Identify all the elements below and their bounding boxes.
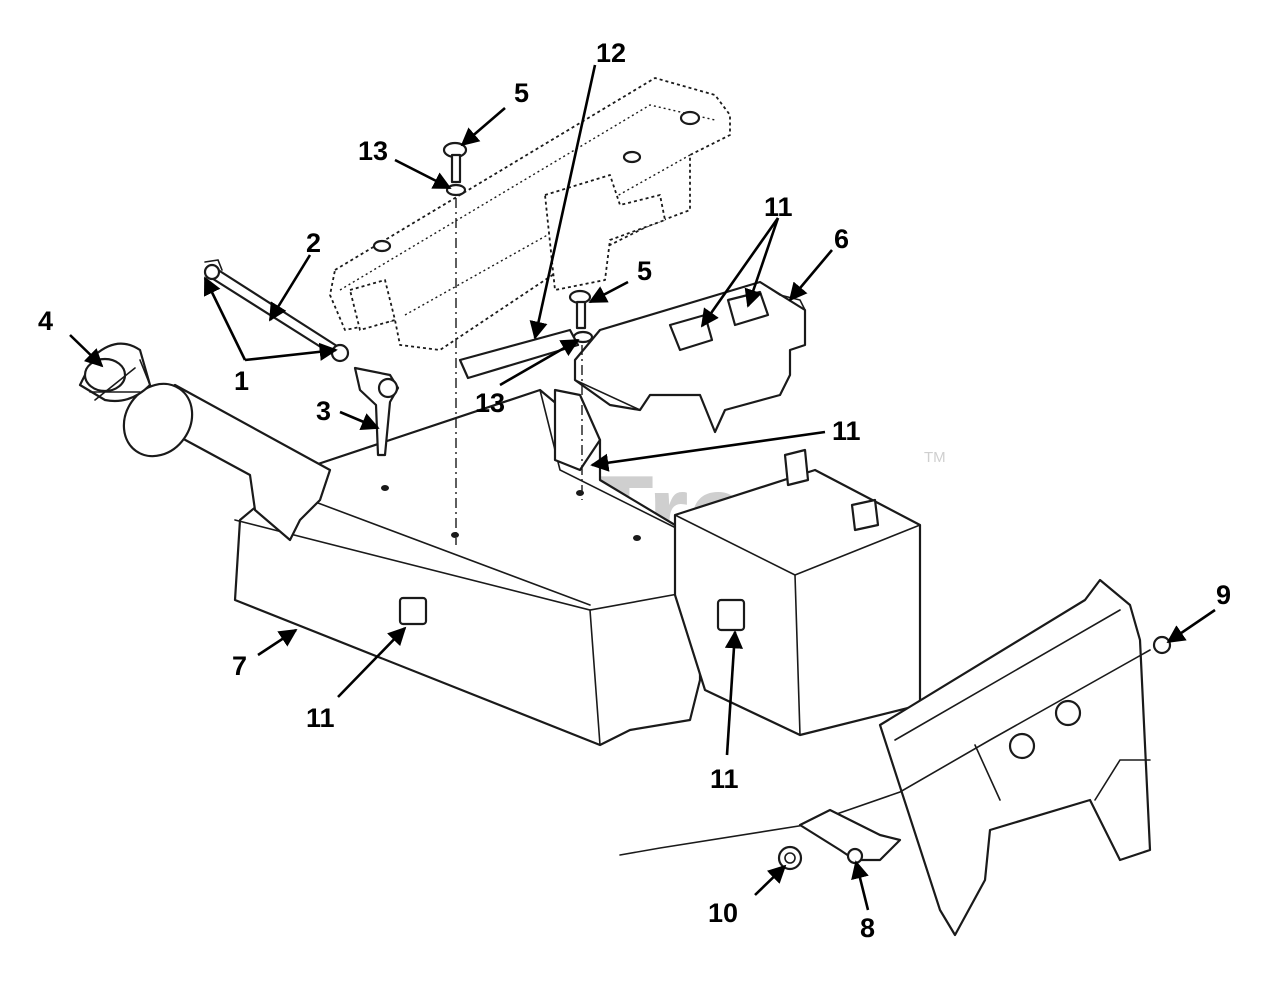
- leader-lines: [69, 64, 1216, 911]
- callout-13-lower: 13: [475, 388, 505, 418]
- callout-12: 12: [596, 38, 626, 68]
- callout-11-middle: 11: [832, 416, 861, 446]
- callout-11-lower-left: 11: [306, 703, 335, 733]
- carriage-bolt-upper: [442, 141, 468, 184]
- callout-6: 6: [834, 224, 849, 254]
- callout-2: 2: [306, 228, 321, 258]
- fuel-tank-part: [233, 388, 702, 747]
- callout-9: 9: [1216, 580, 1231, 610]
- spacer-strip-part: [458, 328, 580, 380]
- nut-part: [777, 845, 803, 871]
- callout-13-upper: 13: [358, 136, 388, 166]
- watermark-trademark: TM: [924, 449, 946, 466]
- callout-1: 1: [234, 366, 249, 396]
- callout-7: 7: [232, 651, 247, 681]
- bolt-part: [1152, 635, 1172, 655]
- elbow-fitting-part: [353, 366, 400, 457]
- battery-mount-plate-part: [573, 280, 807, 434]
- filler-neck-part: [78, 342, 332, 542]
- callout-11-upper-right: 11: [764, 192, 793, 222]
- upper-bracket-part: [329, 77, 731, 351]
- lower-bracket-part: [878, 578, 1152, 937]
- callout-5-lower: 5: [637, 256, 652, 286]
- battery-part: [673, 448, 922, 737]
- callout-4: 4: [38, 306, 53, 336]
- callout-8: 8: [860, 913, 875, 943]
- callout-10: 10: [708, 898, 738, 928]
- linkage-rod-part: [619, 649, 1151, 856]
- callout-3: 3: [316, 396, 331, 426]
- callout-11-lower-right: 11: [710, 764, 739, 794]
- carriage-bolt-lower: [568, 289, 592, 330]
- clamp-bracket-part: [798, 808, 902, 865]
- callout-5-upper: 5: [514, 78, 529, 108]
